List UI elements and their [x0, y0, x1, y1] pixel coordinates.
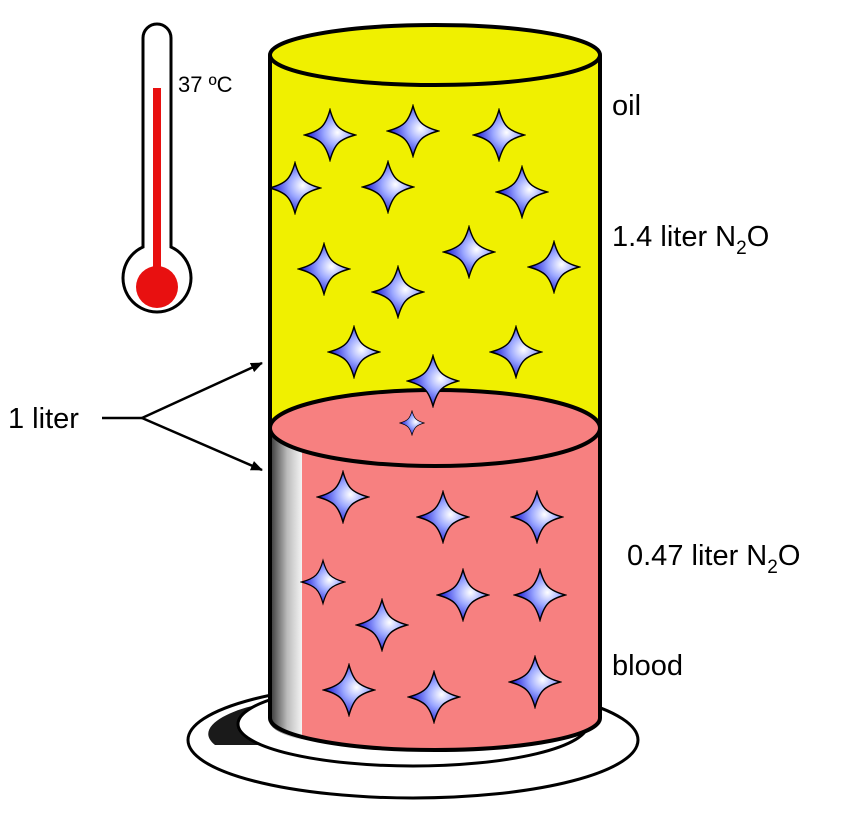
- blood-n2o-subscript: 2: [767, 557, 778, 578]
- blood-n2o-suffix: O: [778, 540, 801, 572]
- oil-n2o-suffix: O: [747, 221, 770, 253]
- blood-label: blood: [612, 650, 683, 682]
- volume-arrows: [102, 361, 263, 472]
- volume-label: 1 liter: [8, 403, 79, 435]
- blood-n2o-amount: 0.47 liter N: [627, 540, 767, 572]
- oil-n2o-label: 1.4 liter N2O: [612, 221, 769, 259]
- oil-n2o-subscript: 2: [736, 238, 747, 259]
- blood-layer: [268, 428, 602, 752]
- temperature-label: 37 ºC: [178, 72, 233, 97]
- blood-n2o-label: 0.47 liter N2O: [627, 540, 800, 578]
- oil-n2o-amount: 1.4 liter N: [612, 221, 736, 253]
- thermometer: [121, 22, 193, 314]
- oil-label: oil: [612, 90, 641, 122]
